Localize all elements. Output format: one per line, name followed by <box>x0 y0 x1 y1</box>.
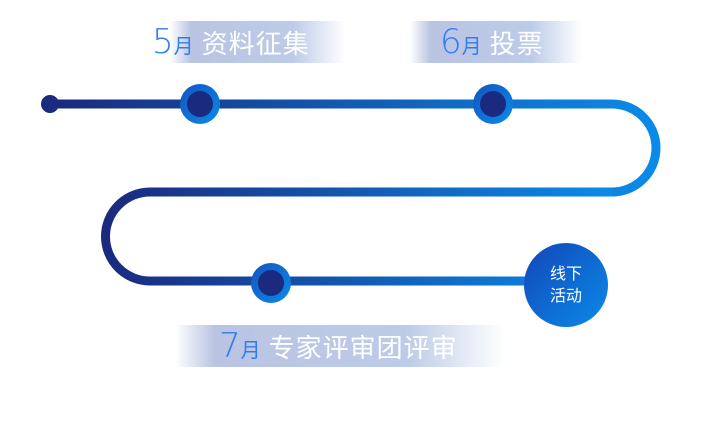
month-number: 5 <box>152 22 174 62</box>
month-unit: 月 <box>240 338 261 362</box>
label-band-july <box>175 325 505 367</box>
bubble-line-2: 活动 <box>549 286 582 305</box>
milestone-may: 5 月 资料征集 <box>152 24 310 61</box>
node-may <box>180 84 220 124</box>
milestone-june: 6 月 投票 <box>440 24 544 61</box>
track-segment-1 <box>50 99 661 197</box>
month-number: 6 <box>440 22 462 62</box>
label-band-may <box>170 21 345 63</box>
offline-event-bubble: 线下活动 <box>524 243 608 327</box>
milestone-text: 资料征集 <box>201 30 310 60</box>
bubble-line-1: 线下 <box>549 264 582 283</box>
track-segment-2 <box>101 187 612 286</box>
label-band-june <box>410 21 582 63</box>
milestone-text: 专家评审团评审 <box>268 334 458 364</box>
node-july <box>251 263 291 303</box>
month-unit: 月 <box>461 34 482 58</box>
milestone-text: 投票 <box>489 30 544 60</box>
month-unit: 月 <box>173 34 194 58</box>
milestone-july: 7 月 专家评审团评审 <box>219 328 458 365</box>
node-june <box>473 84 513 124</box>
month-number: 7 <box>219 326 241 366</box>
